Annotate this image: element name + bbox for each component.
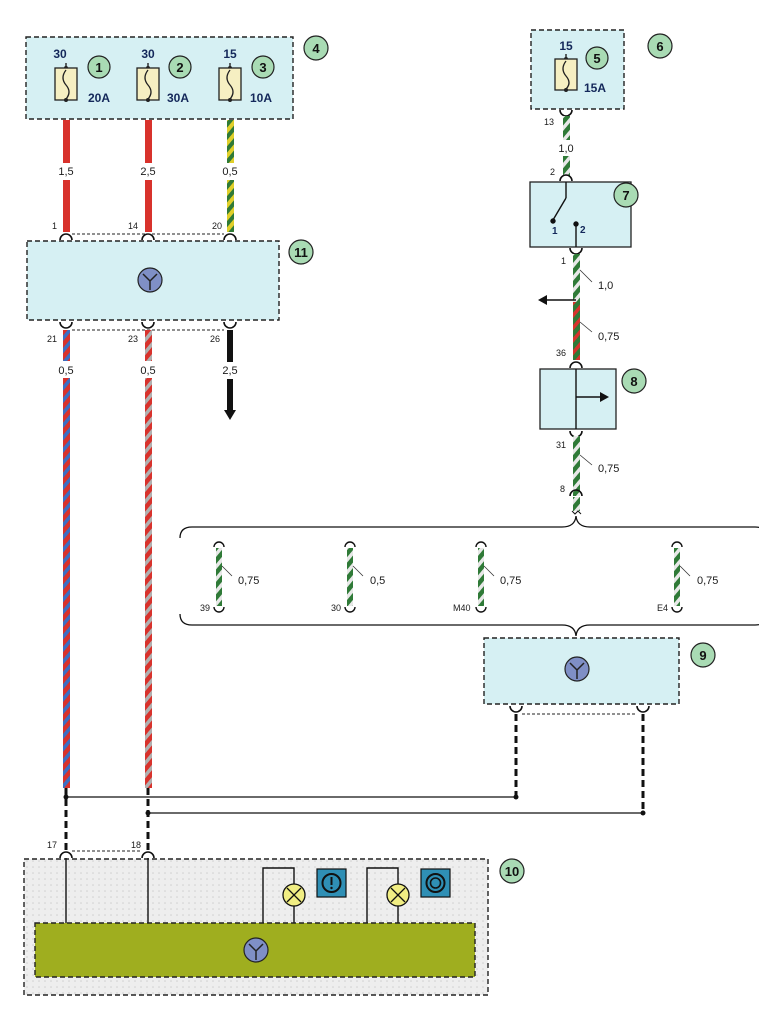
m11-pin-14: 14 xyxy=(128,221,138,231)
wire-sw-size: 1,0 xyxy=(598,280,613,292)
pin-8: 8 xyxy=(560,484,565,494)
wire-f5-size: 1,0 xyxy=(558,143,573,155)
svg-text:0,75: 0,75 xyxy=(238,575,259,587)
fuse-1-rating: 20A xyxy=(88,91,110,105)
transistor-icon xyxy=(564,656,590,682)
splice-branch-e4: 0,75 E4 xyxy=(657,541,718,613)
splice-branch-m40: 0,75 M40 xyxy=(453,541,521,613)
svg-text:0,75: 0,75 xyxy=(500,575,521,587)
wire-pin23 xyxy=(145,330,152,788)
wire-pin23-size: 0,5 xyxy=(140,365,155,377)
callout-5 xyxy=(585,46,609,70)
wire-sw-out-2 xyxy=(573,302,580,360)
callout-11 xyxy=(288,239,314,265)
brake-indicator-icon xyxy=(420,868,451,898)
svg-text:0,75: 0,75 xyxy=(697,575,718,587)
svg-text:M40: M40 xyxy=(453,603,471,613)
svg-text:1: 1 xyxy=(95,60,102,75)
wire-f1-size: 1,5 xyxy=(58,166,73,178)
switch-contact-1: 1 xyxy=(552,226,558,237)
splice-branch-39: 0,75 39 xyxy=(200,541,259,613)
callout-7 xyxy=(613,182,639,208)
fuse-2-rating: 30A xyxy=(167,91,189,105)
wire-relay-out xyxy=(573,436,580,496)
fuse-2: 30 2 30A xyxy=(136,47,192,105)
svg-text:E4: E4 xyxy=(657,603,668,613)
callout-8 xyxy=(621,368,647,394)
splice-branch-30: 0,5 30 xyxy=(331,541,385,613)
pin-31: 31 xyxy=(556,440,566,450)
svg-text:6: 6 xyxy=(656,39,663,54)
wire-sw-out xyxy=(573,254,580,302)
svg-text:8: 8 xyxy=(630,374,637,389)
wire-pin21 xyxy=(63,330,70,788)
relay-arrow-icon xyxy=(600,392,609,402)
wire-relay-size: 0,75 xyxy=(598,463,619,475)
fuse-5: 15 5 15A xyxy=(554,39,609,95)
svg-text:5: 5 xyxy=(593,51,600,66)
svg-text:10: 10 xyxy=(505,864,519,879)
pin-13: 13 xyxy=(544,117,554,127)
svg-text:3: 3 xyxy=(259,60,266,75)
fuse-3-rating: 10A xyxy=(250,91,272,105)
wire-ground-size: 2,5 xyxy=(222,365,237,377)
wire-sw-size-2: 0,75 xyxy=(598,331,619,343)
cluster-pin-17: 17 xyxy=(47,840,57,850)
svg-text:2: 2 xyxy=(176,60,183,75)
callout-4 xyxy=(303,35,329,61)
pin-36: 36 xyxy=(556,348,566,358)
m11-pin-1: 1 xyxy=(52,221,57,231)
fuse-3: 15 3 10A xyxy=(218,47,275,105)
wire-f2-size: 2,5 xyxy=(140,166,155,178)
info-indicator-icon xyxy=(316,868,347,898)
fuse-1-terminal: 30 xyxy=(53,47,67,61)
callout-3 xyxy=(251,55,275,79)
callout-2 xyxy=(168,55,192,79)
svg-text:7: 7 xyxy=(622,188,629,203)
m11-pin-23: 23 xyxy=(128,334,138,344)
callout-6 xyxy=(647,33,673,59)
fuse-5-rating: 15A xyxy=(584,81,606,95)
switch-icon xyxy=(550,182,579,247)
m11-pin-21: 21 xyxy=(47,334,57,344)
m11-pin-26: 26 xyxy=(210,334,220,344)
ground-arrow-icon xyxy=(224,410,236,420)
svg-text:0,5: 0,5 xyxy=(370,575,385,587)
fuse-1: 30 1 20A xyxy=(53,47,111,105)
m11-pin-20: 20 xyxy=(212,221,222,231)
callout-1 xyxy=(87,55,111,79)
svg-text:9: 9 xyxy=(699,648,706,663)
svg-text:30: 30 xyxy=(331,603,341,613)
wire-pin21-size: 0,5 xyxy=(58,365,73,377)
fuse-2-terminal: 30 xyxy=(141,47,155,61)
branch-arrow-icon xyxy=(538,295,547,305)
svg-text:39: 39 xyxy=(200,603,210,613)
callout-10 xyxy=(499,858,525,884)
pin-1-switch: 1 xyxy=(561,256,566,266)
svg-text:4: 4 xyxy=(312,41,320,56)
fuse-3-terminal: 15 xyxy=(223,47,237,61)
pin-2: 2 xyxy=(550,167,555,177)
wire-f3-size: 0,5 xyxy=(222,166,237,178)
callout-9 xyxy=(690,642,716,668)
fuse-5-terminal: 15 xyxy=(559,39,573,53)
transistor-icon xyxy=(243,937,269,963)
warning-lamp-1-icon xyxy=(282,883,306,907)
splice-brace-top xyxy=(179,515,759,539)
transistor-icon xyxy=(137,267,163,293)
splice-brace-bottom xyxy=(179,613,759,637)
switch-contact-2: 2 xyxy=(580,225,586,236)
svg-text:11: 11 xyxy=(294,245,308,260)
warning-lamp-2-icon xyxy=(386,883,410,907)
cluster-pin-18: 18 xyxy=(131,840,141,850)
